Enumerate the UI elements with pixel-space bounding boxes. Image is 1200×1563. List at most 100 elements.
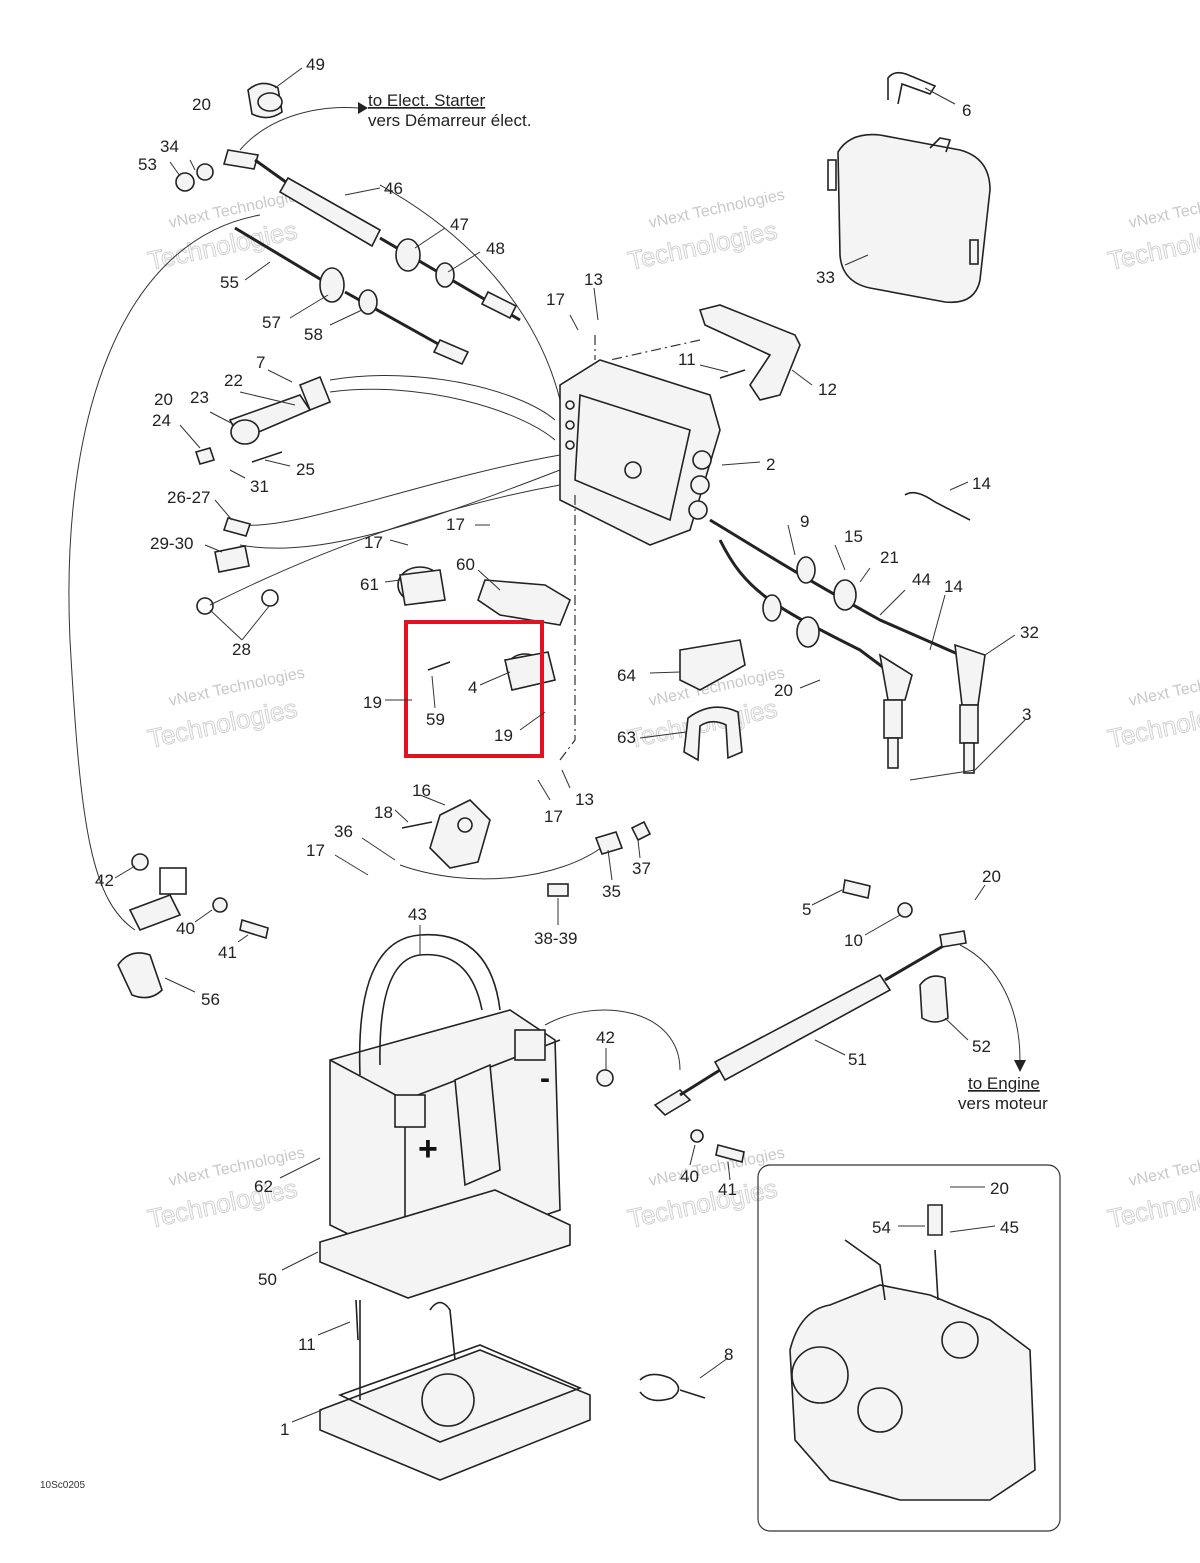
callout-41: 41 [218,943,237,962]
routing-arrowhead [1014,1060,1026,1072]
callout-56: 56 [201,990,220,1009]
fuse-24 [194,447,216,465]
callout-42: 42 [95,871,114,890]
callout-14: 14 [944,577,963,596]
harness-wire [379,184,561,401]
watermark-text: vNext Technologies [1127,664,1200,709]
assembly-line [609,339,701,361]
callout-55: 55 [220,273,239,292]
wire-harness-branch [239,454,561,526]
callout-48: 48 [486,239,505,258]
callout-47: 47 [450,215,469,234]
battery-tray-1 [319,1300,591,1481]
callout-17: 17 [306,841,325,860]
boot-56 [117,952,163,999]
routing-arrow-line [544,1009,681,1071]
callout-49: 49 [306,55,325,74]
callout-52: 52 [972,1037,991,1056]
callout-8: 8 [724,1345,733,1364]
callout-54: 54 [872,1218,891,1237]
engine-inset [757,1164,1061,1532]
battery-pad-50 [319,1189,571,1299]
route-label-engine-fr: vers moteur [958,1094,1048,1113]
connector-35 [594,831,624,855]
battery-positive-mark: + [418,1130,438,1168]
watermark-text: vNext Technologies [1127,186,1200,231]
callout-23: 23 [190,388,209,407]
callout-20: 20 [192,95,211,114]
callout-63: 63 [617,728,636,747]
callout-37: 37 [632,859,651,878]
cover-33 [827,133,991,304]
ring-terminal-28 [261,589,279,607]
callout-34: 34 [160,137,179,156]
routing-arrowhead [358,102,368,114]
callout-45: 45 [1000,1218,1019,1237]
callout-21: 21 [880,548,899,567]
wire-harness-branch [209,484,561,606]
callout-26-27: 26-27 [167,488,210,507]
junction-box-2 [559,359,721,546]
callout-18: 18 [374,803,393,822]
callout-3: 3 [1022,705,1031,724]
callout-14: 14 [972,474,991,493]
relay-4 [427,651,556,691]
callout-22: 22 [224,371,243,390]
relay-61 [397,566,446,606]
callout-51: 51 [848,1050,867,1069]
callout-29-30: 29-30 [150,534,193,553]
assembly-line [559,495,576,761]
battery-negative-mark: - [540,1062,550,1095]
callout-50: 50 [258,1270,277,1289]
leader-lines [114,67,1026,1423]
callout-19: 19 [494,726,513,745]
callout-10: 10 [844,931,863,950]
callout-57: 57 [262,313,281,332]
callout-62: 62 [254,1177,273,1196]
callout-40: 40 [680,1167,699,1186]
callout-20: 20 [982,867,1001,886]
callout-7: 7 [256,353,265,372]
callout-1: 1 [280,1420,289,1439]
grommet-64 [679,639,746,691]
boot-52 [919,975,949,1023]
terminal-38 [547,883,569,897]
callout-46: 46 [384,179,403,198]
callout-24: 24 [152,411,171,430]
terminal-boot-49 [247,82,283,119]
callout-53: 53 [138,155,157,174]
callout-5: 5 [802,900,811,919]
callout-44: 44 [912,570,931,589]
callout-9: 9 [800,512,809,531]
watermark-text: vNext Technologies [1127,1144,1200,1189]
cable-tie-8 [639,1373,706,1402]
ground-cable-55 [234,226,470,366]
bolt-11-tray [355,1299,359,1341]
washer-10 [897,902,913,918]
cable-tie-14 [904,491,971,521]
callout-61: 61 [360,575,379,594]
starter-wire-loop [68,214,261,931]
connector-26 [222,517,252,537]
connector-29 [214,545,250,573]
washer-40 [690,1129,704,1143]
callout-20: 20 [774,681,793,700]
callout-43: 43 [408,905,427,924]
callout-4: 4 [468,678,477,697]
routing-arrow-line [239,107,359,151]
ring-terminal-28 [196,597,214,615]
callout-15: 15 [844,527,863,546]
callout-64: 64 [617,666,636,685]
fuse-holder-22 [228,375,556,445]
nut-42 [596,1069,614,1087]
callout-16: 16 [412,781,431,800]
spark-plug-3 [883,699,979,774]
callout-25: 25 [296,460,315,479]
highlight-box [404,620,544,758]
screw-18 [401,821,433,829]
callout-17: 17 [364,533,383,552]
callout-40: 40 [176,919,195,938]
bolt-5 [842,879,871,899]
